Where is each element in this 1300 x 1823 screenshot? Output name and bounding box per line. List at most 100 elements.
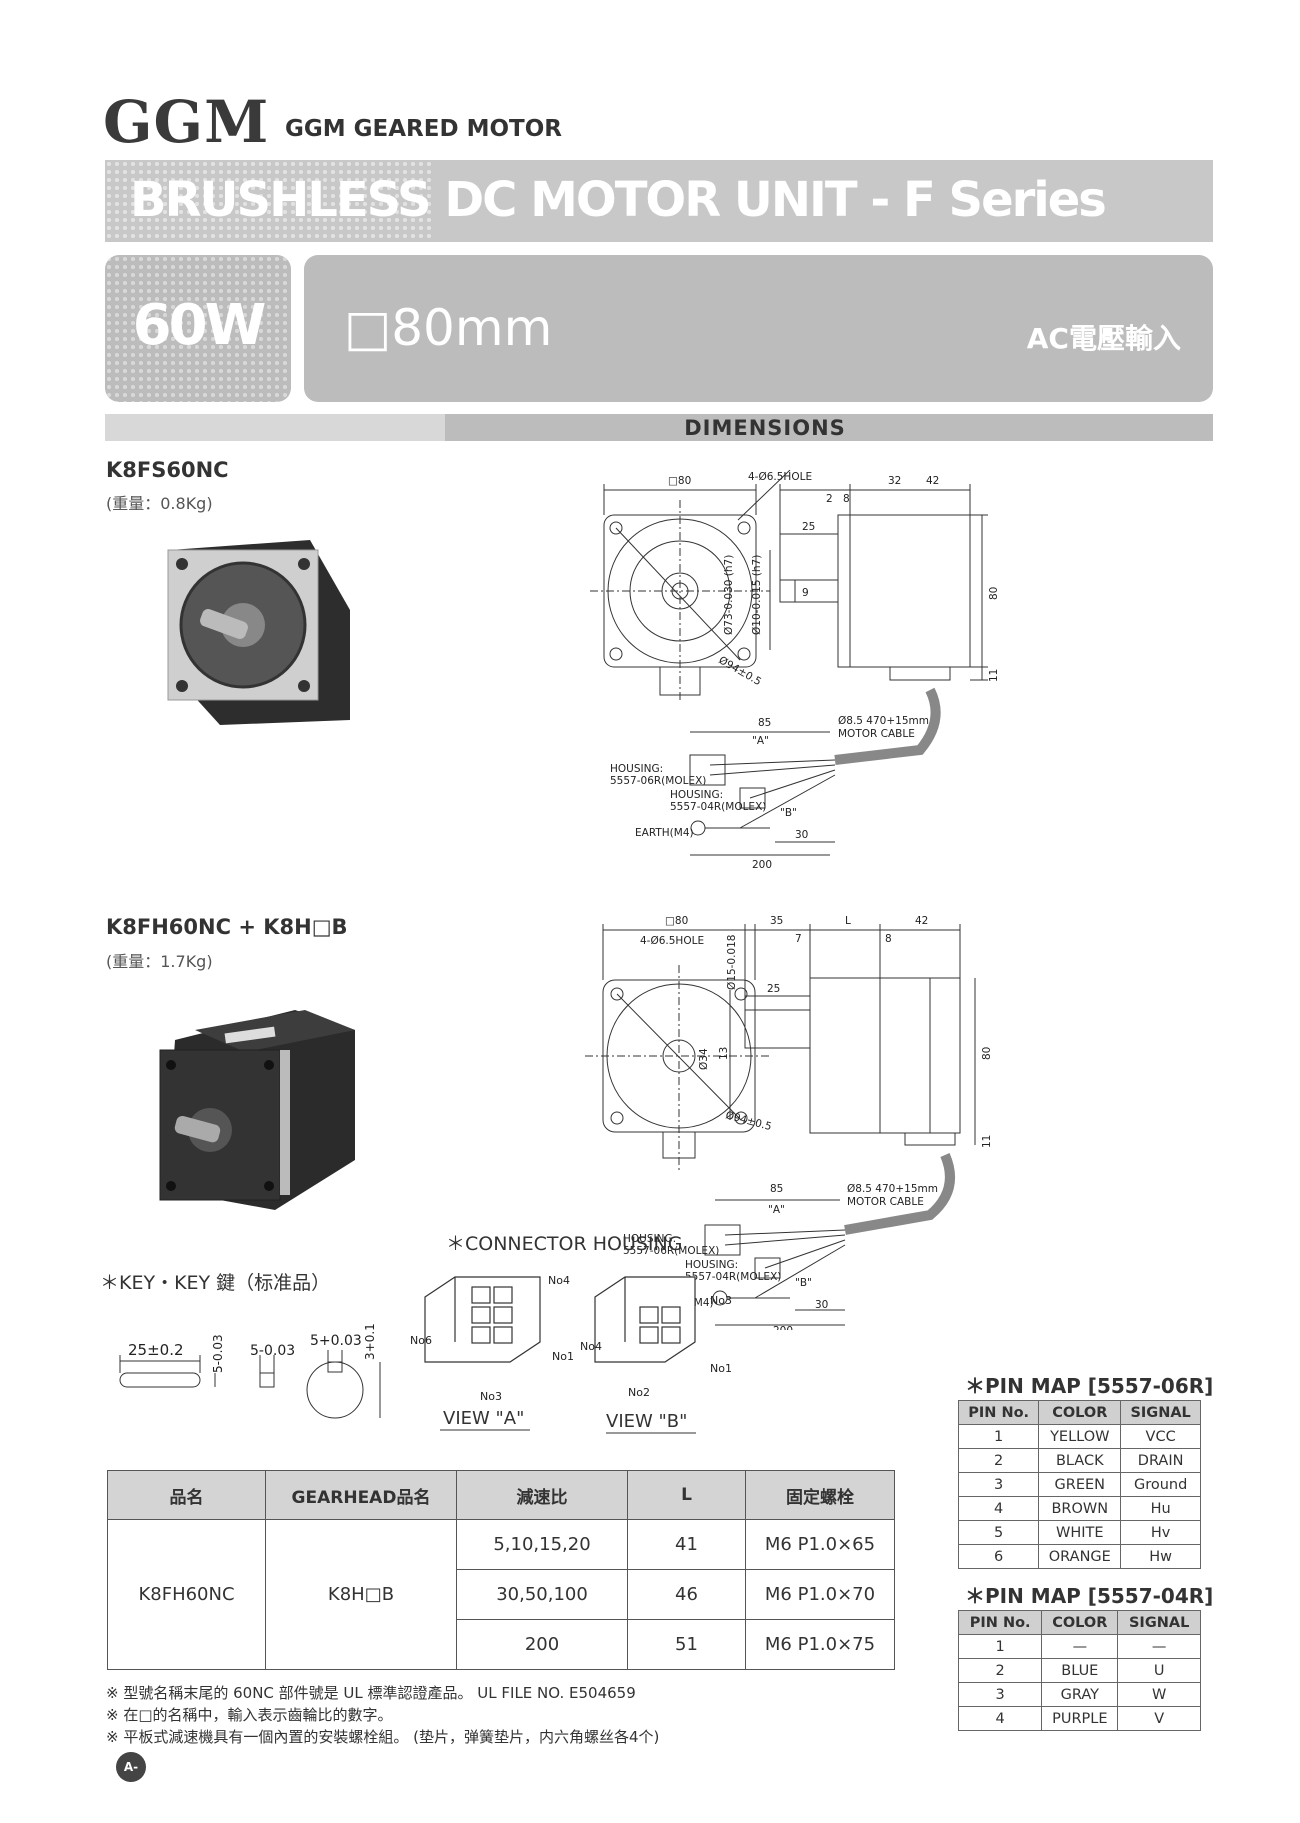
model2-photo [159,1010,355,1210]
power-dot-pattern [105,255,291,402]
pin-signal: Hv [1120,1520,1201,1545]
m2-h34: Ø34 [698,1048,710,1070]
pin-col-color: COLOR [1038,1400,1122,1425]
pin-signal: Hw [1120,1544,1201,1569]
conn-b-no3: No3 [710,1294,732,1307]
m2-housing1: HOUSING: [623,1233,676,1245]
m1-earth: EARTH(M4) [635,827,694,839]
m2-d4: 8 [885,933,892,945]
key-drawing: 25±0.2 5-0.03 5-0.03 5+0.03 3+0.1 [119,1323,381,1419]
table-row: K8FH60NC K8H□B 5,10,15,20 41 M6 P1.0×65 [107,1519,895,1670]
pin-color: BLUE [1041,1658,1119,1683]
m2-d3: 7 [795,933,802,945]
key-length: 25±0.2 [128,1341,184,1359]
conn-a-no3: No3 [480,1390,502,1403]
pin-color: GRAY [1041,1682,1119,1707]
note-ratio: ※ 在□的名稱中，輸入表示齒輪比的數字。 [106,1706,393,1724]
m2-sd1: Ø15-0.018 [726,935,738,990]
table-row: 1—— [957,1634,1201,1659]
model2-name: K8FH60NC + K8H□B [106,915,348,939]
m2-housing2b: 5557-04R(MOLEX) [685,1271,781,1283]
conn-b-no2: No2 [628,1386,650,1399]
dimensions-bar-shade [445,414,1213,441]
pin-no: 4 [957,1496,1040,1521]
series-title: BRUSHLESS DC MOTOR UNIT - F Series [130,172,1107,228]
pin-signal: U [1117,1658,1201,1683]
col-model: 品名 [107,1470,266,1520]
pin-signal: Ground [1120,1472,1201,1497]
cell-gearhead: K8H□B [265,1519,457,1670]
m1-shaft-len: 25 [802,521,815,533]
m2-hole-label: 4-Ø6.5HOLE [640,935,704,947]
m2-housing1b: 5557-06R(MOLEX) [623,1245,719,1257]
view-b-label: VIEW "B" [606,1411,687,1432]
pin-col-signal: SIGNAL [1117,1610,1201,1635]
pin-signal: W [1117,1682,1201,1707]
cell-ratio: 200 [456,1619,628,1670]
pin-signal: Hu [1120,1496,1201,1521]
m2-housing2: HOUSING: [685,1259,738,1271]
m1-d2: 42 [926,475,939,487]
pin-no: 3 [957,1682,1043,1707]
key-h1: 5-0.03 [211,1334,225,1373]
pin-no: 1 [957,1634,1043,1659]
pin-color: YELLOW [1038,1424,1122,1449]
note-bolts: ※ 平板式減速機具有一個內置的安裝螺栓組。 (垫片，弹簧垫片，内六角螺丝各4个) [106,1728,660,1746]
m1-sd2: Ø10-0.015 (h7) [751,555,763,635]
gearhead-table-header: 品名 GEARHEAD品名 減速比 L 固定螺栓 [107,1470,895,1520]
note-ul: ※ 型號名稱末尾的 60NC 部件號是 UL 標準認證產品。 UL FILE N… [106,1684,636,1702]
table-row: 30,50,100 46 M6 P1.0×70 [108,1569,895,1620]
m2-cable: Ø8.5 470+15mm [847,1183,938,1195]
banner-dot-pattern [105,160,435,242]
power-badge: 60W [105,255,291,402]
pin-col-no: PIN No. [957,1610,1043,1635]
m1-height: 80 [988,587,1000,600]
frame-size: □80mm [344,299,553,357]
m1-housing2b: 5557-04R(MOLEX) [670,801,766,813]
pin-color: WHITE [1038,1520,1122,1545]
m1-len200: 200 [752,859,772,871]
cell-bolt: M6 P1.0×75 [745,1619,895,1670]
brand-logo: GGM [103,88,270,156]
m1-sd1: Ø73-0.030 (h7) [723,555,735,635]
model1-photo [167,540,350,725]
m1-cable: Ø8.5 470+15mm [838,715,929,727]
pin-no: 1 [957,1424,1040,1449]
model1-name: K8FS60NC [106,458,229,482]
m2-motor-cable: MOTOR CABLE [847,1196,924,1208]
pin-signal: DRAIN [1120,1448,1201,1473]
m2-height: 80 [981,1047,993,1060]
pin-color: PURPLE [1041,1706,1119,1731]
key-title: ＊KEY・KEY 鍵（标准品） [100,1272,331,1294]
m2-view-b: "B" [795,1277,812,1289]
m1-housing1: HOUSING: [610,763,663,775]
dimensions-bar: DIMENSIONS [105,414,1213,441]
cell-ratio: 5,10,15,20 [456,1519,628,1570]
m2-d1: 35 [770,915,783,927]
m1-frame-label: □80 [668,475,691,487]
model1-dimension-drawing: □80 4-Ø6.5HOLE 32 42 2 8 25 9 Ø73-0.030 … [590,470,1000,871]
pin-col-color: COLOR [1041,1610,1119,1635]
m2-frame-label: □80 [665,915,688,927]
table-row: 200 51 M6 P1.0×75 [108,1619,895,1670]
model2-dimension-drawing: □80 4-Ø6.5HOLE 35 L 42 7 8 25 Ø15-0.018 … [585,915,993,1330]
m2-shaft-len: 25 [767,983,780,995]
connector-drawing: No4 No6 No1 No3 No3 No4 No1 No2 VIEW "A"… [410,1274,732,1434]
cell-l: 41 [627,1519,746,1570]
m1-len30: 30 [795,829,808,841]
m2-view-a: "A" [768,1204,785,1216]
pin-no: 6 [957,1544,1040,1569]
m1-d3: 2 [826,493,833,505]
m1-view-a: "A" [752,735,769,747]
pin-col-no: PIN No. [957,1400,1040,1425]
key-w1: 5-0.03 [250,1343,295,1359]
model2-weight: (重量：1.7Kg) [106,952,213,971]
pin-signal: V [1117,1706,1201,1731]
m1-housing1b: 5557-06R(MOLEX) [610,775,706,787]
m1-hole-label: 4-Ø6.5HOLE [748,471,812,483]
